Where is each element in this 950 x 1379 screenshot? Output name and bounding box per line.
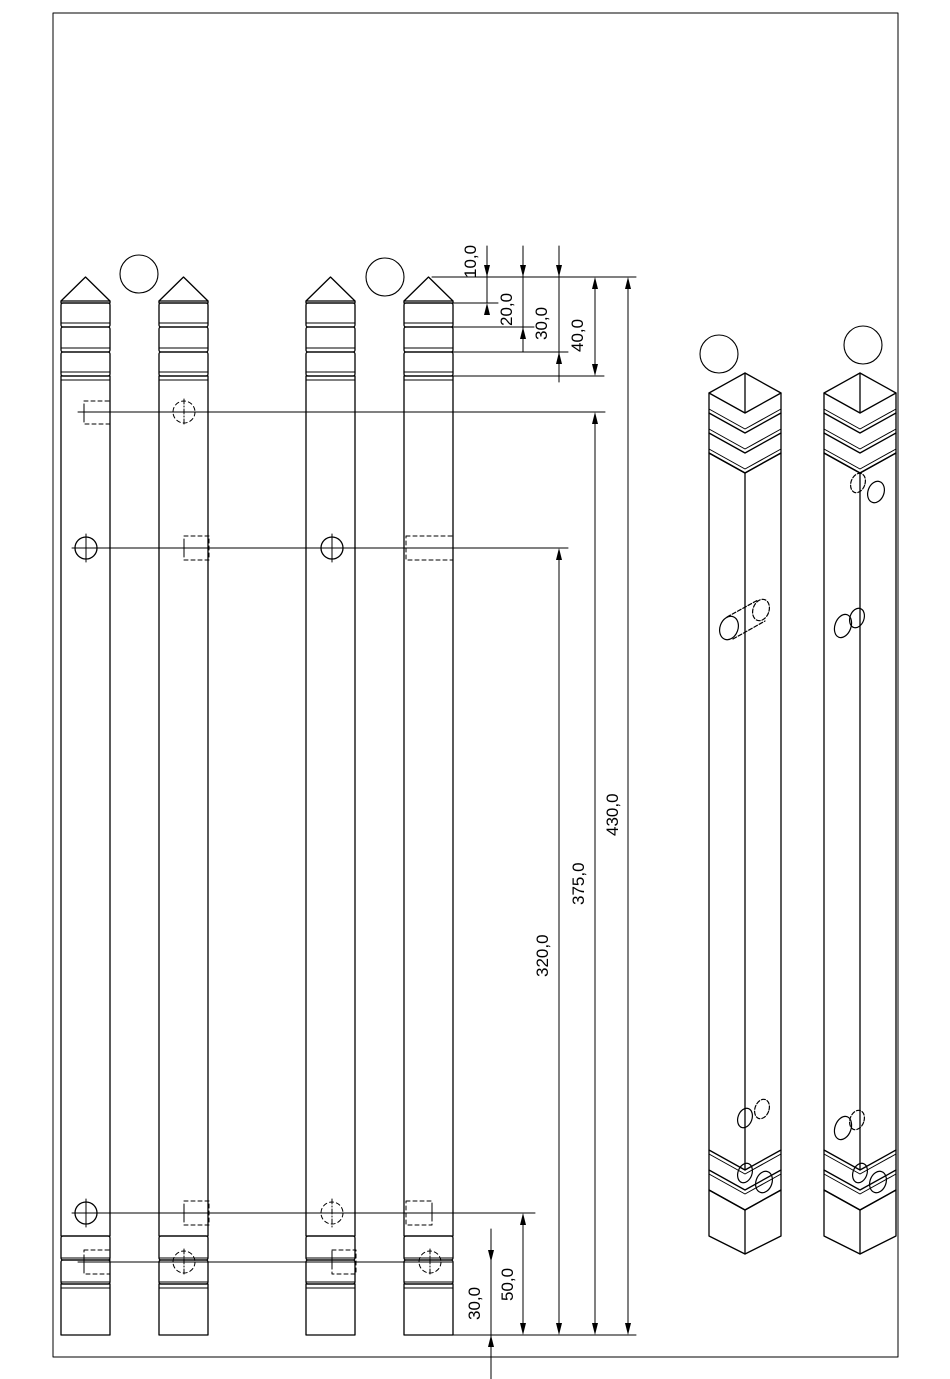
dim-top-2: 20,0 [497, 293, 516, 326]
tip [159, 277, 208, 303]
dim-bottom-50: 50,0 [498, 1268, 517, 1301]
ring [61, 1236, 110, 1260]
shaft [159, 376, 208, 1236]
dim-top-3: 30,0 [532, 307, 551, 340]
dim-long-375: 375,0 [569, 862, 588, 905]
dim-bottom-30: 30,0 [465, 1287, 484, 1320]
iso-holes-part1 [716, 597, 775, 1195]
iso-part-2 [824, 373, 896, 1254]
front-view-part-4 [404, 277, 453, 1335]
front-view-part-2 [159, 277, 208, 1335]
foot [306, 1284, 355, 1335]
hole-centerlines [78, 412, 605, 1262]
dim-long-320: 320,0 [533, 934, 552, 977]
foot [61, 1284, 110, 1335]
tip [61, 277, 110, 303]
foot [404, 1284, 453, 1335]
shaft [404, 376, 453, 1236]
tip [306, 277, 355, 303]
dim-long-430: 430,0 [603, 793, 622, 836]
iso-part-1 [709, 373, 781, 1254]
part-bubble [844, 326, 882, 364]
ring [61, 1260, 110, 1284]
ring [306, 1260, 355, 1284]
iso-ring-edge [709, 1174, 781, 1194]
part-bubble [120, 255, 158, 293]
front-view-part-1 [61, 277, 110, 1335]
tip [404, 277, 453, 303]
isometric-views [709, 373, 896, 1254]
shaft [306, 376, 355, 1236]
ring [404, 1260, 453, 1284]
dimension-texts: 10,0 20,0 30,0 40,0 320,0 375,0 430,0 30… [461, 245, 622, 1320]
foot [159, 1284, 208, 1335]
ring [306, 1236, 355, 1260]
part-bubble [366, 258, 404, 296]
dim-top-1: 10,0 [461, 245, 480, 278]
dim-top-4: 40,0 [568, 319, 587, 352]
part-bubble [700, 335, 738, 373]
front-view-part-3 [306, 277, 355, 1335]
ring [404, 1236, 453, 1260]
shaft [61, 376, 110, 1236]
holes [72, 399, 453, 1275]
front-views [61, 277, 453, 1335]
